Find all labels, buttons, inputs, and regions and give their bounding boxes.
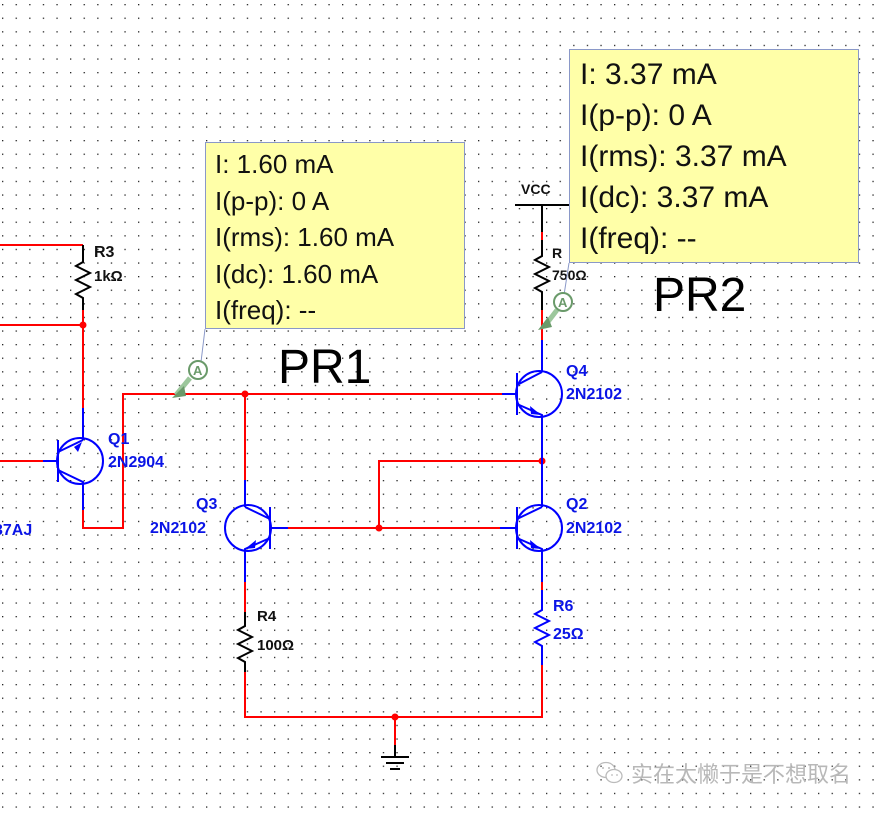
probe-pr1-name: PR1 — [278, 341, 372, 394]
r-value: 750Ω — [552, 267, 587, 283]
r6-ref: R6 — [553, 598, 574, 615]
probe-arrow-icon — [538, 317, 552, 330]
emitter-arrow-icon — [530, 540, 541, 549]
emitter-arrow-icon — [530, 406, 541, 415]
q4-ref: Q4 — [566, 363, 587, 380]
probe-pr1-marker[interactable]: A — [172, 328, 208, 398]
q3-model: 2N2102 — [150, 520, 206, 537]
probe-pr2-icon-letter: A — [558, 295, 568, 310]
emitter-arrow-icon — [74, 442, 82, 452]
transistor-q4[interactable]: Q4 2N2102 — [500, 340, 622, 461]
watermark-text: 实在太懒于是不想取名 — [631, 763, 852, 788]
vcc-label: VCC — [521, 181, 551, 197]
q2-ref: Q2 — [566, 496, 587, 513]
probe-pr2-rms: I(rms): 3.37 mA — [580, 140, 787, 173]
wire-mirror-loop[interactable] — [378, 460, 542, 528]
probe-pr2-readout[interactable]: I: 3.37 mA I(p-p): 0 A I(rms): 3.37 mA I… — [569, 49, 859, 263]
probe-pr2-dc: I(dc): 3.37 mA — [580, 181, 769, 214]
junction-dot — [79, 321, 87, 329]
probe-pr1-peak-to-peak: I(p-p): 0 A — [215, 185, 330, 216]
probe-pr1-readout[interactable]: I: 1.60 mA I(p-p): 0 A I(rms): 1.60 mA I… — [205, 142, 465, 329]
probe-pr2-marker[interactable]: A — [538, 262, 573, 330]
q4-model: 2N2102 — [566, 386, 622, 403]
probe-pr1-current: I: 1.60 mA — [215, 149, 334, 179]
transistor-q2[interactable]: Q2 2N2102 — [500, 461, 622, 582]
probe-pr1-dc: I(dc): 1.60 mA — [215, 258, 379, 289]
transistor-q1[interactable]: Q1 2N2904 — [43, 408, 164, 510]
vcc-source[interactable]: VCC — [515, 181, 569, 232]
resistor-r4[interactable]: R4 100Ω — [235, 608, 294, 672]
r4-value: 100Ω — [257, 637, 294, 654]
wechat-icon — [596, 761, 623, 784]
emitter-arrow-icon — [245, 540, 256, 549]
probe-arrow-icon — [172, 386, 186, 398]
wire-q1-collector[interactable] — [82, 393, 512, 529]
r3-value: 1kΩ — [94, 268, 123, 285]
q1-ref: Q1 — [108, 431, 129, 448]
r6-value: 25Ω — [553, 626, 584, 643]
r4-ref: R4 — [257, 608, 277, 625]
transistor-q3[interactable]: Q3 2N2102 — [150, 480, 288, 582]
junction-dot — [391, 713, 399, 721]
watermark: 实在太懒于是不想取名 — [595, 757, 851, 789]
junctions — [79, 321, 546, 721]
probe-pr1-rms: I(rms): 1.60 mA — [215, 222, 395, 252]
q3-ref: Q3 — [196, 496, 217, 513]
probe-pr2-current: I: 3.37 mA — [580, 58, 717, 91]
q2-model: 2N2102 — [566, 520, 622, 537]
ammeter-icon — [553, 292, 573, 312]
r-ref: R — [552, 245, 562, 261]
probe-pr2-name: PR2 — [653, 269, 747, 322]
partial-label: 37AJ — [0, 522, 32, 539]
probe-pr2-peak-to-peak: I(p-p): 0 A — [580, 99, 712, 132]
probe-pr1-freq: I(freq): -- — [215, 295, 317, 325]
q1-model: 2N2904 — [108, 454, 164, 471]
junction-dot — [375, 524, 383, 532]
ammeter-icon — [188, 360, 208, 380]
resistor-r[interactable]: R 750Ω — [532, 240, 587, 310]
probe-pr2-freq: I(freq): -- — [580, 222, 697, 255]
resistor-r6[interactable]: R6 25Ω — [532, 590, 584, 665]
ground-symbol[interactable] — [381, 745, 409, 770]
r3-ref: R3 — [94, 244, 115, 261]
resistor-r3[interactable]: R3 1kΩ — [73, 244, 123, 310]
probe-pr1-icon-letter: A — [193, 363, 203, 378]
junction-dot — [241, 390, 249, 398]
